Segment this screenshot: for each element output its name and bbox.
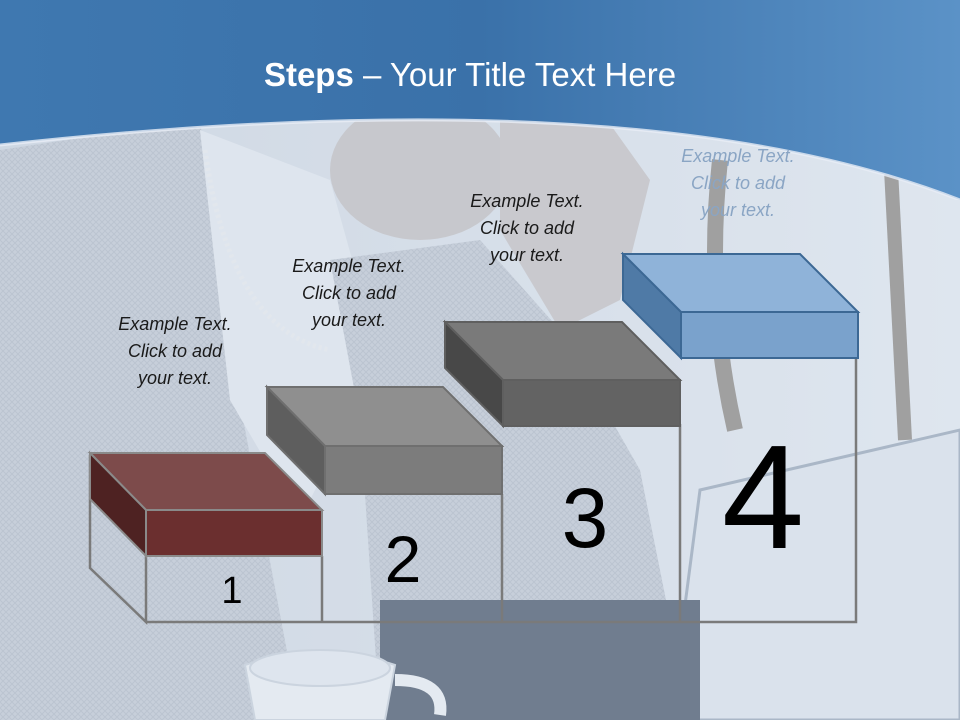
- step-block-3: [442, 319, 683, 429]
- step-text-4-line-2: Click to add: [690, 173, 786, 193]
- step-number-4: 4: [721, 415, 805, 580]
- step-text-2-line-3: your text.: [311, 310, 387, 330]
- step-block-2: [264, 384, 505, 497]
- page-title: Steps – Your Title Text Here: [0, 52, 940, 98]
- stair-outline-left: [88, 455, 148, 625]
- step-text-3-line-2: Click to add: [479, 218, 575, 238]
- header-band: [0, 0, 960, 200]
- step-text-3-line-3: your text.: [489, 245, 565, 265]
- step-text-2-line-1: Example Text.: [292, 256, 406, 276]
- step-number-3: 3: [561, 471, 609, 565]
- step-text-3-line-1: Example Text.: [470, 191, 584, 211]
- step-text-2[interactable]: Example Text. Click to add your text.: [254, 253, 444, 334]
- step-text-2-line-2: Click to add: [301, 283, 397, 303]
- step-text-1-line-2: Click to add: [127, 341, 223, 361]
- step-text-4-line-3: your text.: [700, 200, 776, 220]
- title-bold: Steps: [263, 56, 354, 93]
- step-text-1-line-3: your text.: [137, 368, 213, 388]
- step-text-3[interactable]: Example Text. Click to add your text.: [432, 188, 622, 269]
- step-text-1-line-1: Example Text.: [118, 314, 232, 334]
- step-block-4: [620, 251, 861, 361]
- step-number-1: 1: [221, 570, 243, 612]
- title-rest: – Your Title Text Here: [353, 56, 677, 93]
- stair-outline-front: [146, 358, 858, 624]
- step-text-4-line-1: Example Text.: [681, 146, 795, 166]
- step-text-4[interactable]: Example Text. Click to add your text.: [643, 143, 833, 224]
- step-block-1: [87, 450, 325, 559]
- step-text-1[interactable]: Example Text. Click to add your text.: [80, 311, 270, 392]
- step-number-2: 2: [384, 522, 422, 596]
